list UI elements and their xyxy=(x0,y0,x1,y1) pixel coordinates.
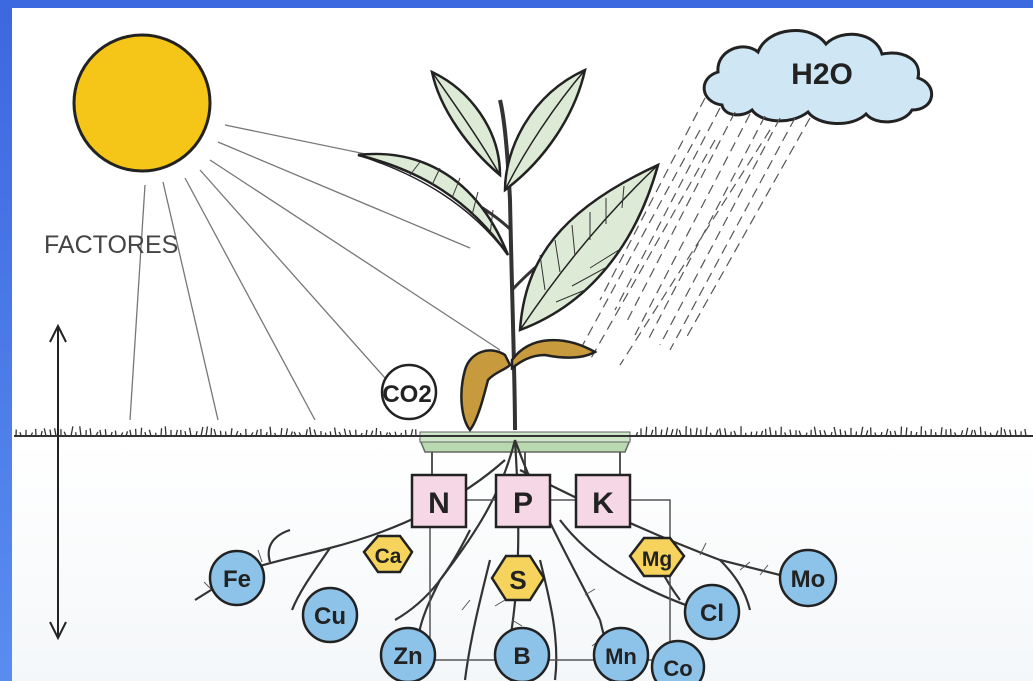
nutrient-label-b: B xyxy=(513,643,530,670)
primary-nutrient-boxes: N P K xyxy=(412,475,630,527)
nutrient-label-mn: Mn xyxy=(605,644,637,669)
nutrient-label-p: P xyxy=(513,487,533,520)
nutrient-label-fe: Fe xyxy=(223,566,251,593)
nutrient-label-cu: Cu xyxy=(314,603,346,630)
nutrient-label-k: K xyxy=(592,487,614,520)
nutrient-label-co: Co xyxy=(663,656,692,681)
nutrient-label-mg: Mg xyxy=(642,548,672,571)
co2-label: CO2 xyxy=(382,381,431,408)
nutrient-label-ca: Ca xyxy=(375,545,402,568)
sun-icon xyxy=(74,35,210,171)
nutrient-label-s: S xyxy=(509,565,526,595)
nutrient-label-mo: Mo xyxy=(791,566,826,593)
nutrient-label-zn: Zn xyxy=(393,643,422,670)
nutrient-label-cl: Cl xyxy=(700,600,724,627)
water-label: H2O xyxy=(791,58,853,91)
nutrient-label-n: N xyxy=(428,487,450,520)
factors-label: FACTORES xyxy=(44,231,178,259)
